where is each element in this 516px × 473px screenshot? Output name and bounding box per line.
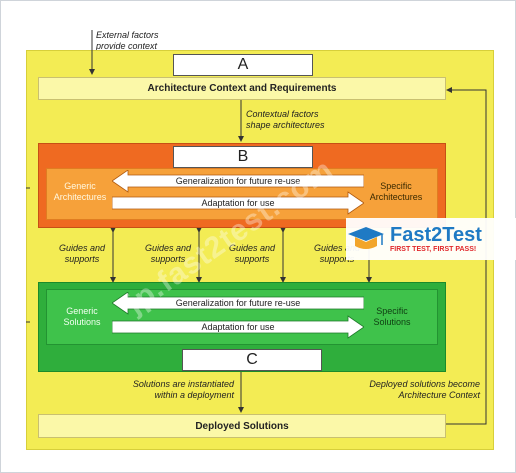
instantiated-note: Solutions are instantiated within a depl… <box>132 379 234 400</box>
deployed-solutions-bar: Deployed Solutions <box>38 414 446 438</box>
graduation-cap-icon <box>348 227 384 249</box>
badge-title: Fast2Test <box>390 223 482 246</box>
deployed-become-context-note: Deployed solutions become Architecture C… <box>369 379 480 400</box>
generic-architectures-label: Generic Architectures <box>53 181 107 202</box>
sol-generalization-arrow <box>112 292 364 315</box>
sol-adaptation-arrow <box>112 315 364 339</box>
solution-arrows <box>112 292 364 339</box>
specific-architectures-label: Specific Architectures <box>369 181 423 202</box>
fast2test-badge: Fast2Test FIRST TEST, FIRST PASS! <box>346 218 516 260</box>
external-factors-note: External factors provide context <box>96 30 159 51</box>
label-a: A <box>173 54 313 76</box>
arch-generalization-arrow <box>112 170 364 193</box>
specific-solutions-label: Specific Solutions <box>373 306 411 327</box>
contextual-factors-note: Contextual factors shape architectures <box>246 109 325 130</box>
label-b: B <box>173 146 313 168</box>
arch-adaptation-text: Adaptation for use <box>201 198 275 208</box>
label-c: C <box>182 349 322 371</box>
sol-generalization-text: Generalization for future re-use <box>175 298 301 308</box>
arch-generalization-text: Generalization for future re-use <box>175 176 301 186</box>
architecture-context-bar: Architecture Context and Requirements <box>38 77 446 100</box>
guides-label-3: Guides and supports <box>228 243 276 264</box>
generic-solutions-label: Generic Solutions <box>63 306 101 327</box>
sol-adaptation-text: Adaptation for use <box>201 322 275 332</box>
architecture-arrows <box>112 170 364 215</box>
arch-adaptation-arrow <box>112 191 364 215</box>
guides-label-1: Guides and supports <box>58 243 106 264</box>
badge-subtitle: FIRST TEST, FIRST PASS! <box>390 245 477 253</box>
guides-label-2: Guides and supports <box>144 243 192 264</box>
